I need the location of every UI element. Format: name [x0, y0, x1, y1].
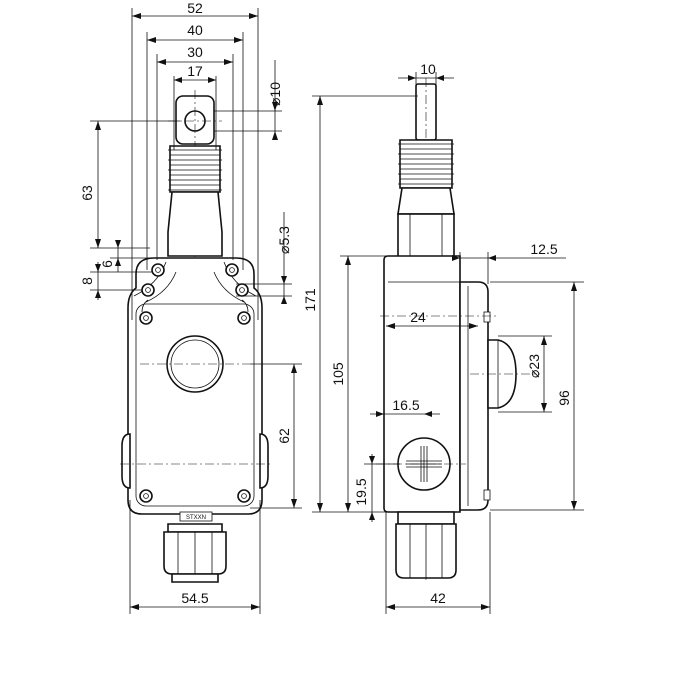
dim-height-105: 105	[330, 362, 346, 386]
screw-mid-left	[141, 283, 155, 297]
side-knob-right	[259, 433, 269, 489]
dim-depth-24: 24	[410, 309, 426, 325]
dimensions-side: 10 171 105 12.5 24	[302, 61, 584, 614]
dim-height-171: 171	[302, 288, 318, 312]
dim-width-17: 17	[187, 63, 203, 79]
neck	[397, 213, 455, 259]
cable-gland-front	[163, 523, 227, 583]
dim-width-40: 40	[187, 22, 203, 38]
screw-left-upper	[139, 311, 153, 325]
dim-dia-23: ⌀23	[526, 354, 542, 378]
dim-height-62: 62	[276, 428, 292, 444]
bellows	[168, 145, 222, 193]
dim-offset-8: 8	[79, 277, 95, 285]
dim-shaft-10: 10	[420, 61, 436, 77]
cable-gland-side	[395, 511, 457, 579]
screw-mid-right	[235, 283, 249, 297]
dim-offset-12-5: 12.5	[530, 241, 557, 257]
screw-bottom-right	[237, 489, 251, 503]
front-view: STXXN 52 40 30	[79, 0, 302, 614]
screw-bottom-left	[139, 489, 153, 503]
label-plate-text: STXXN	[186, 515, 206, 521]
dim-offset-19-5: 19.5	[353, 478, 369, 505]
side-view: 10 171 105 12.5 24	[302, 61, 584, 614]
dim-offset-6: 6	[99, 260, 115, 268]
dimensions-front: 52 40 30 17 ⌀10	[79, 0, 302, 614]
dim-width-52: 52	[187, 0, 203, 16]
actuator-shaft	[167, 191, 223, 257]
dim-dia-5-3: ⌀5.3	[276, 226, 292, 254]
dim-height-63: 63	[79, 185, 95, 201]
bellows-side	[398, 139, 454, 189]
dim-offset-16-5: 16.5	[392, 397, 419, 413]
dim-width-30: 30	[187, 44, 203, 60]
dim-dia-10: ⌀10	[267, 82, 283, 106]
dim-height-96: 96	[556, 390, 572, 406]
screw-top-right	[225, 263, 239, 277]
screw-right-upper	[237, 311, 251, 325]
label-plate	[179, 511, 213, 522]
side-knob-left	[121, 433, 131, 489]
dim-width-54-5: 54.5	[181, 590, 208, 606]
dim-depth-42: 42	[430, 590, 446, 606]
screw-top-left	[151, 263, 165, 277]
